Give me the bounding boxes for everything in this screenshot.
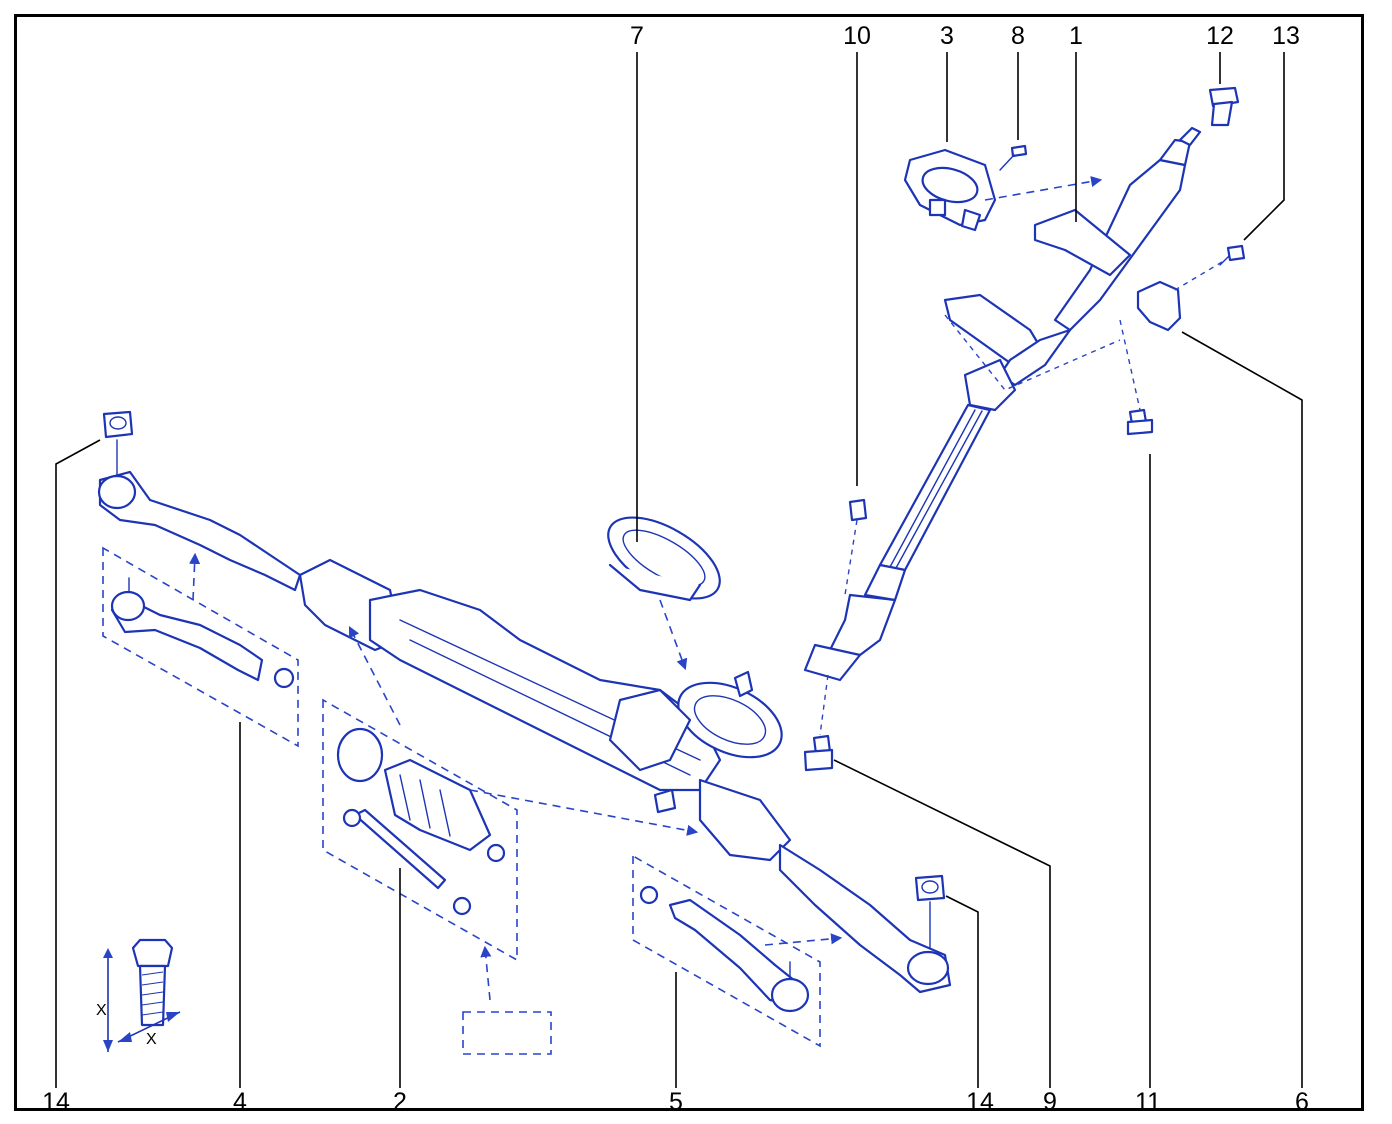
- bolt-symbol-x-vertical: X: [96, 1002, 107, 1019]
- callout-8: 8: [1011, 22, 1025, 50]
- screw-13: [1219, 244, 1246, 266]
- nut-14-right: [914, 874, 946, 949]
- callout-9: 9: [1043, 1088, 1057, 1116]
- callout-4: 4: [233, 1088, 247, 1116]
- steering-rack: [97, 470, 952, 994]
- grommet-7: [607, 516, 721, 671]
- callout-7: 7: [630, 22, 644, 50]
- callout-3: 3: [940, 22, 954, 50]
- nut-14-left: [102, 410, 134, 477]
- callout-1: 1: [1069, 22, 1083, 50]
- tie-rod-end-right-kit: [632, 854, 843, 1048]
- clip-6: [1136, 280, 1182, 332]
- callout-14-left: 14: [42, 1088, 70, 1116]
- callout-2: 2: [393, 1088, 407, 1116]
- callout-11: 11: [1135, 1088, 1161, 1116]
- screw-8: [999, 144, 1028, 171]
- bolt-12: [1208, 86, 1240, 127]
- callout-5: 5: [669, 1088, 683, 1116]
- bolt-9: [803, 734, 834, 772]
- tie-rod-end-left-kit: [102, 546, 299, 748]
- bolt-11: [1126, 408, 1154, 436]
- sensor-ring: [903, 148, 997, 232]
- callout-numbers: 7 10 3 8 1 12 13 14 4 2 5 14 9 11 6: [42, 22, 1309, 1116]
- column-assembly-dashes: [819, 176, 1223, 736]
- callout-13: 13: [1272, 22, 1300, 50]
- steering-column: [803, 126, 1202, 682]
- callout-6: 6: [1295, 1088, 1309, 1116]
- callout-14-right: 14: [966, 1088, 994, 1116]
- callout-10: 10: [843, 22, 871, 50]
- nut-10: [848, 498, 868, 522]
- callout-12: 12: [1206, 22, 1234, 50]
- boot-kit: [322, 626, 699, 1055]
- bolt-symbol-x-diagonal: X: [146, 1031, 157, 1048]
- leader-lines: [55, 52, 1303, 1088]
- bolt-length-symbol: X X: [96, 938, 181, 1052]
